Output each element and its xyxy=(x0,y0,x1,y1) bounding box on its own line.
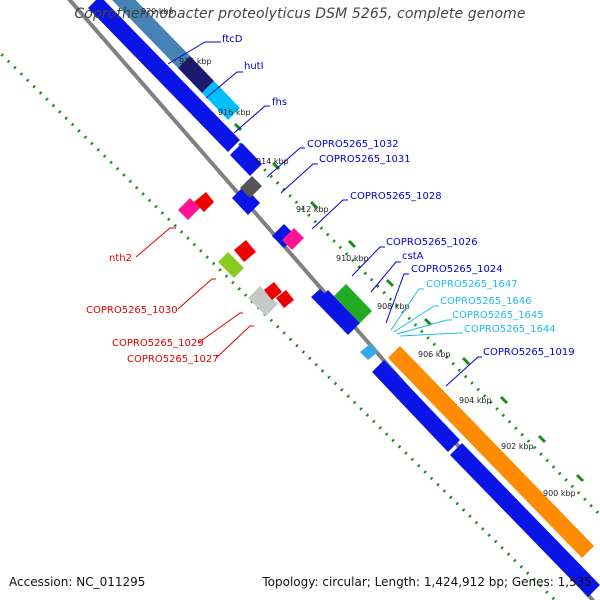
label-copro5265-1646: COPRO5265_1646 xyxy=(440,296,532,307)
label-hutI: hutI xyxy=(244,61,264,72)
gene-1647-group xyxy=(360,344,378,360)
cds-1024 xyxy=(316,290,360,335)
cds-tiny-blue xyxy=(311,289,328,305)
label-copro5265-1024: COPRO5265_1024 xyxy=(411,264,503,275)
tick-label-916: 916 kbp xyxy=(218,108,251,117)
label-copro5265-1645: COPRO5265_1645 xyxy=(452,310,544,321)
inner-tick-ring xyxy=(0,50,558,600)
cds-small-blue xyxy=(232,186,260,215)
label-copro5265-1026: COPRO5265_1026 xyxy=(386,237,478,248)
gene-nth2-red xyxy=(194,192,214,212)
gene-1029-grey xyxy=(248,286,278,316)
label-copro5265-1029: COPRO5265_1029 xyxy=(112,338,204,349)
tick-label-918: 918 kbp xyxy=(179,57,212,66)
label-copro5265-1030: COPRO5265_1030 xyxy=(86,305,178,316)
map-title: Coprothermobacter proteolyticus DSM 5265… xyxy=(74,6,526,22)
cds-1019-b xyxy=(450,443,600,597)
cds-1032 xyxy=(230,143,262,176)
label-copro5265-1028: COPRO5265_1028 xyxy=(350,191,442,202)
gene-fhs xyxy=(202,81,240,120)
label-copro5265-1027: COPRO5265_1027 xyxy=(127,354,219,365)
tick-label-912: 912 kbp xyxy=(296,205,329,214)
genome-summary: Topology: circular; Length: 1,424,912 bp… xyxy=(262,575,592,589)
tick-label-904: 904 kbp xyxy=(459,396,492,405)
gene-1031 xyxy=(240,176,262,198)
gene-1019-orange xyxy=(388,346,594,558)
gene-1030-red xyxy=(234,240,256,262)
gene-nth2-pink xyxy=(178,198,200,220)
tick-label-900: 900 kbp xyxy=(543,489,576,498)
accession-label: Accession: NC_011295 xyxy=(9,575,146,589)
gene-1028-pink xyxy=(282,228,304,250)
label-cstA: cstA xyxy=(402,251,424,262)
gene-ftcD xyxy=(112,0,190,68)
label-copro5265-1644: COPRO5265_1644 xyxy=(464,324,556,335)
leader-lines xyxy=(135,41,482,387)
label-copro5265-1019: COPRO5265_1019 xyxy=(483,347,575,358)
label-copro5265-1031: COPRO5265_1031 xyxy=(319,154,411,165)
tick-label-920: 920 kbp xyxy=(141,7,174,16)
tick-label-906: 906 kbp xyxy=(418,350,451,359)
label-fhs: fhs xyxy=(272,97,287,108)
tick-label-914: 914 kbp xyxy=(256,157,289,166)
cds-ftcD-blue xyxy=(88,0,240,152)
label-copro5265-1032: COPRO5265_1032 xyxy=(307,139,399,150)
gene-hutI xyxy=(178,56,214,93)
label-copro5265-1647: COPRO5265_1647 xyxy=(426,279,518,290)
tick-label-908: 908 kbp xyxy=(377,302,410,311)
label-nth2: nth2 xyxy=(109,253,132,264)
cds-1019-a xyxy=(372,360,460,452)
tick-label-910: 910 kbp xyxy=(336,254,369,263)
gene-1030-green xyxy=(218,252,244,278)
tick-label-902: 902 kbp xyxy=(501,442,534,451)
gene-1029-red xyxy=(264,282,282,300)
gene-1027-red xyxy=(276,290,294,308)
gene-cstA xyxy=(334,284,372,323)
label-ftcD: ftcD xyxy=(222,34,243,45)
